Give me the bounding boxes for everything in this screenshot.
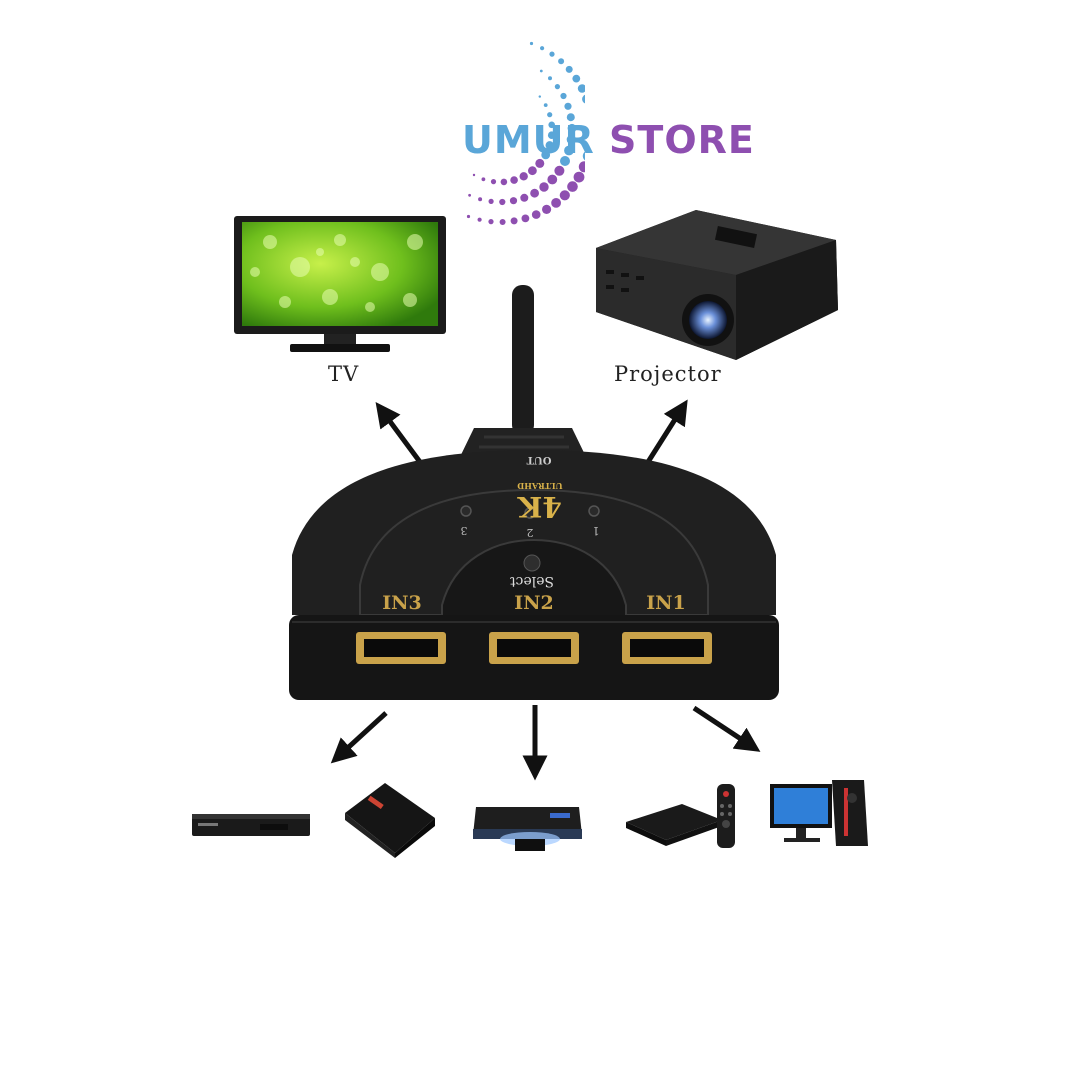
port-label-in2: IN2 bbox=[514, 592, 553, 614]
logo-dot bbox=[466, 214, 471, 219]
led-label-3: 3 bbox=[461, 524, 468, 537]
arrow-to-source-3 bbox=[692, 705, 761, 752]
led-label-2: 2 bbox=[527, 526, 534, 539]
projector-label: Projector bbox=[614, 362, 722, 386]
logo-dot bbox=[582, 94, 585, 104]
logo-dot bbox=[510, 217, 518, 225]
logo-dot bbox=[560, 156, 570, 166]
logo-dot bbox=[566, 134, 577, 145]
logo-dot bbox=[572, 74, 581, 83]
out-label: OUT bbox=[526, 454, 551, 465]
logo-dot bbox=[549, 51, 555, 57]
projector-image bbox=[596, 210, 838, 360]
arrow-to-tv bbox=[375, 401, 423, 464]
logo-dot bbox=[481, 177, 486, 182]
logo-dot bbox=[567, 181, 578, 192]
logo-dot bbox=[472, 173, 476, 177]
logo-dot bbox=[558, 58, 565, 65]
brand-4k-label: 4K bbox=[516, 490, 561, 523]
ultrahd-label: ULTRAHD bbox=[517, 481, 562, 491]
streaming-box-image bbox=[345, 783, 435, 858]
logo-dot bbox=[548, 121, 555, 129]
port-label-in3: IN3 bbox=[382, 592, 421, 614]
tv-image bbox=[234, 216, 446, 352]
logo-dot bbox=[542, 204, 552, 214]
desktop-pc-image bbox=[770, 780, 868, 846]
hdmi-port-in3 bbox=[356, 632, 446, 664]
logo-dot bbox=[499, 198, 506, 206]
logo-dot bbox=[554, 84, 561, 90]
logo-dot bbox=[565, 65, 573, 73]
logo-dot bbox=[468, 193, 471, 197]
logo-dot bbox=[554, 165, 565, 176]
logo-dot bbox=[547, 112, 553, 118]
port-label-in1: IN1 bbox=[646, 592, 685, 614]
logo-dot bbox=[538, 95, 541, 98]
logo-dot bbox=[582, 151, 585, 161]
logo-dot bbox=[578, 161, 585, 173]
logo-dot bbox=[543, 103, 548, 107]
logo-dot bbox=[535, 158, 545, 168]
logo-dot bbox=[559, 190, 570, 201]
hdmi-port-in1 bbox=[622, 632, 712, 664]
logo-dot bbox=[477, 217, 482, 222]
arrow-to-source-1 bbox=[330, 711, 388, 764]
logo-dot bbox=[478, 197, 483, 202]
logo-dot bbox=[551, 198, 561, 208]
logo-dot bbox=[547, 131, 556, 139]
logo-dot bbox=[547, 174, 558, 185]
logo-dot bbox=[510, 176, 518, 184]
brand-name-store: STORE bbox=[609, 118, 755, 162]
logo-dot bbox=[488, 219, 494, 225]
brand-logo-mark bbox=[466, 41, 585, 225]
logo-dot bbox=[509, 197, 518, 205]
logo-dot bbox=[540, 46, 545, 51]
brand-name-umur: UMUR bbox=[462, 118, 595, 162]
logo-dot bbox=[573, 171, 585, 183]
logo-dot bbox=[531, 210, 541, 219]
logo-dot bbox=[490, 179, 497, 185]
logo-dot bbox=[528, 166, 537, 176]
hdmi-switch-image: OUT ULTRAHD 4K 3 2 1 Select IN3 IN2 IN1 bbox=[289, 285, 779, 700]
logo-dot bbox=[488, 198, 494, 204]
select-label: Select bbox=[510, 573, 554, 589]
logo-dot bbox=[520, 193, 529, 202]
logo-dot bbox=[567, 123, 577, 133]
logo-dot bbox=[529, 41, 534, 46]
logo-dot bbox=[564, 145, 574, 156]
logo-dot bbox=[499, 219, 506, 225]
android-tv-box-image bbox=[626, 784, 735, 848]
set-top-box-image bbox=[192, 814, 310, 836]
arrow-to-projector bbox=[645, 399, 688, 464]
blu-ray-player-image bbox=[473, 807, 582, 851]
logo-dot bbox=[530, 188, 539, 198]
logo-dot bbox=[539, 182, 549, 192]
tv-label: TV bbox=[328, 362, 360, 386]
logo-dot bbox=[521, 214, 530, 223]
hdmi-port-in2 bbox=[489, 632, 579, 664]
logo-dot bbox=[545, 141, 554, 150]
logo-dot bbox=[560, 92, 567, 100]
logo-dot bbox=[519, 172, 528, 181]
logo-dot bbox=[539, 69, 543, 73]
led-label-1: 1 bbox=[593, 524, 600, 537]
logo-dot bbox=[564, 102, 572, 110]
logo-dot bbox=[566, 113, 575, 122]
logo-dot bbox=[541, 150, 551, 160]
brand-logo-text: UMUR STORE bbox=[462, 118, 755, 162]
logo-dot bbox=[577, 84, 585, 93]
logo-dot bbox=[548, 76, 552, 81]
logo-dot bbox=[500, 178, 508, 186]
